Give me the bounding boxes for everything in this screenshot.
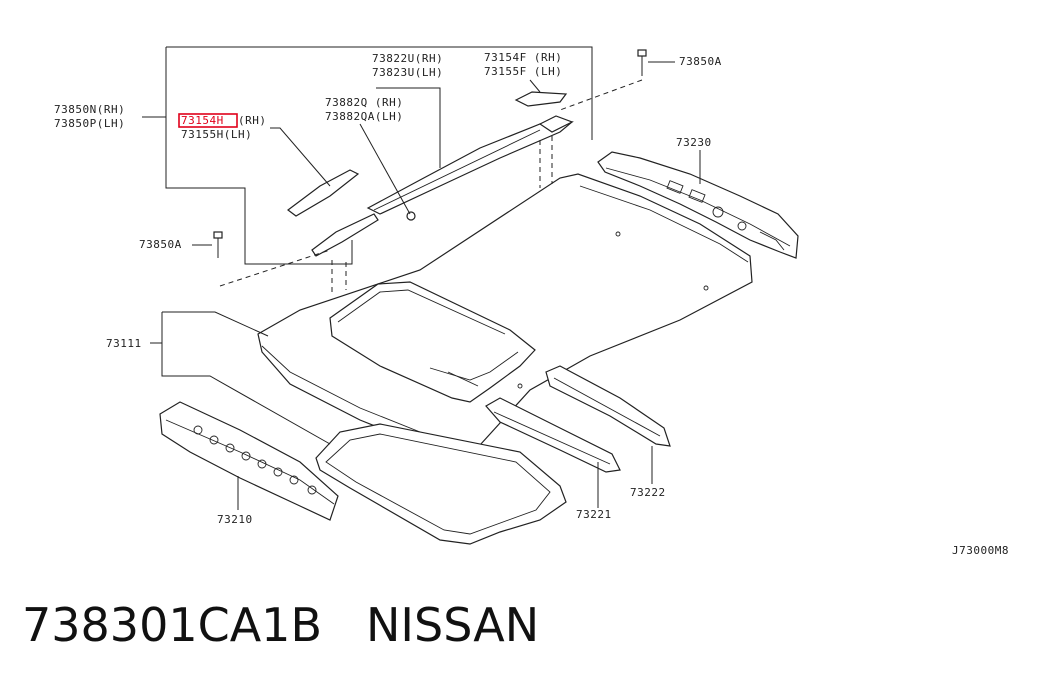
roof-bow-73221[interactable]: [315, 397, 621, 545]
label-73111: 73111: [106, 337, 142, 350]
cover-73154f[interactable]: [514, 91, 574, 133]
label-73850p: 73850P(LH): [54, 117, 125, 130]
label-73221: 73221: [576, 508, 612, 521]
label-73850a-left: 73850A: [139, 238, 182, 251]
clip-73882q[interactable]: [311, 211, 416, 257]
label-73155f: 73155F (LH): [484, 65, 562, 78]
footer-caption: 738301CA1B NISSAN: [22, 598, 583, 652]
label-73822u: 73822U(RH): [372, 52, 443, 65]
label-73155h: 73155H(LH): [181, 128, 252, 141]
brand-name: NISSAN: [366, 598, 540, 652]
leader-73882q: [359, 123, 411, 215]
label-73850n: 73850N(RH): [54, 103, 125, 116]
part-number: 738301CA1B: [22, 598, 323, 652]
roof-panel-73111[interactable]: [257, 173, 753, 457]
label-73154f: 73154F (RH): [484, 51, 562, 64]
front-roof-rail-73210[interactable]: [159, 401, 339, 521]
drip-moulding-73822u[interactable]: [366, 121, 574, 215]
label-73230: 73230: [676, 136, 712, 149]
label-73222: 73222: [630, 486, 666, 499]
label-73210: 73210: [217, 513, 253, 526]
roof-bow-73222[interactable]: [545, 365, 671, 447]
finisher-73154h[interactable]: [287, 169, 360, 217]
label-73882qa: 73882QA(LH): [325, 110, 403, 123]
bolt-icon-left: [213, 231, 223, 258]
highlight-box-73154h: [178, 113, 238, 128]
bolt-icon-top: [637, 49, 647, 76]
leader-73154h: [270, 127, 331, 187]
callout-bracket: [165, 46, 593, 265]
diagram-code: J73000M8: [952, 544, 1009, 557]
install-line-clips: [331, 136, 553, 296]
leader-73154f: [529, 79, 541, 93]
label-73823u: 73823U(LH): [372, 66, 443, 79]
leader-73822u: [376, 87, 441, 168]
label-73850a-top: 73850A: [679, 55, 722, 68]
label-73154h-side: (RH): [238, 114, 267, 127]
leader-73111: [150, 311, 331, 445]
install-line-left: [219, 249, 331, 287]
label-73882q: 73882Q (RH): [325, 96, 403, 109]
rear-roof-rail-73230[interactable]: [597, 151, 799, 259]
label-73154h: 73154H: [181, 114, 224, 127]
install-line-top: [559, 79, 643, 111]
